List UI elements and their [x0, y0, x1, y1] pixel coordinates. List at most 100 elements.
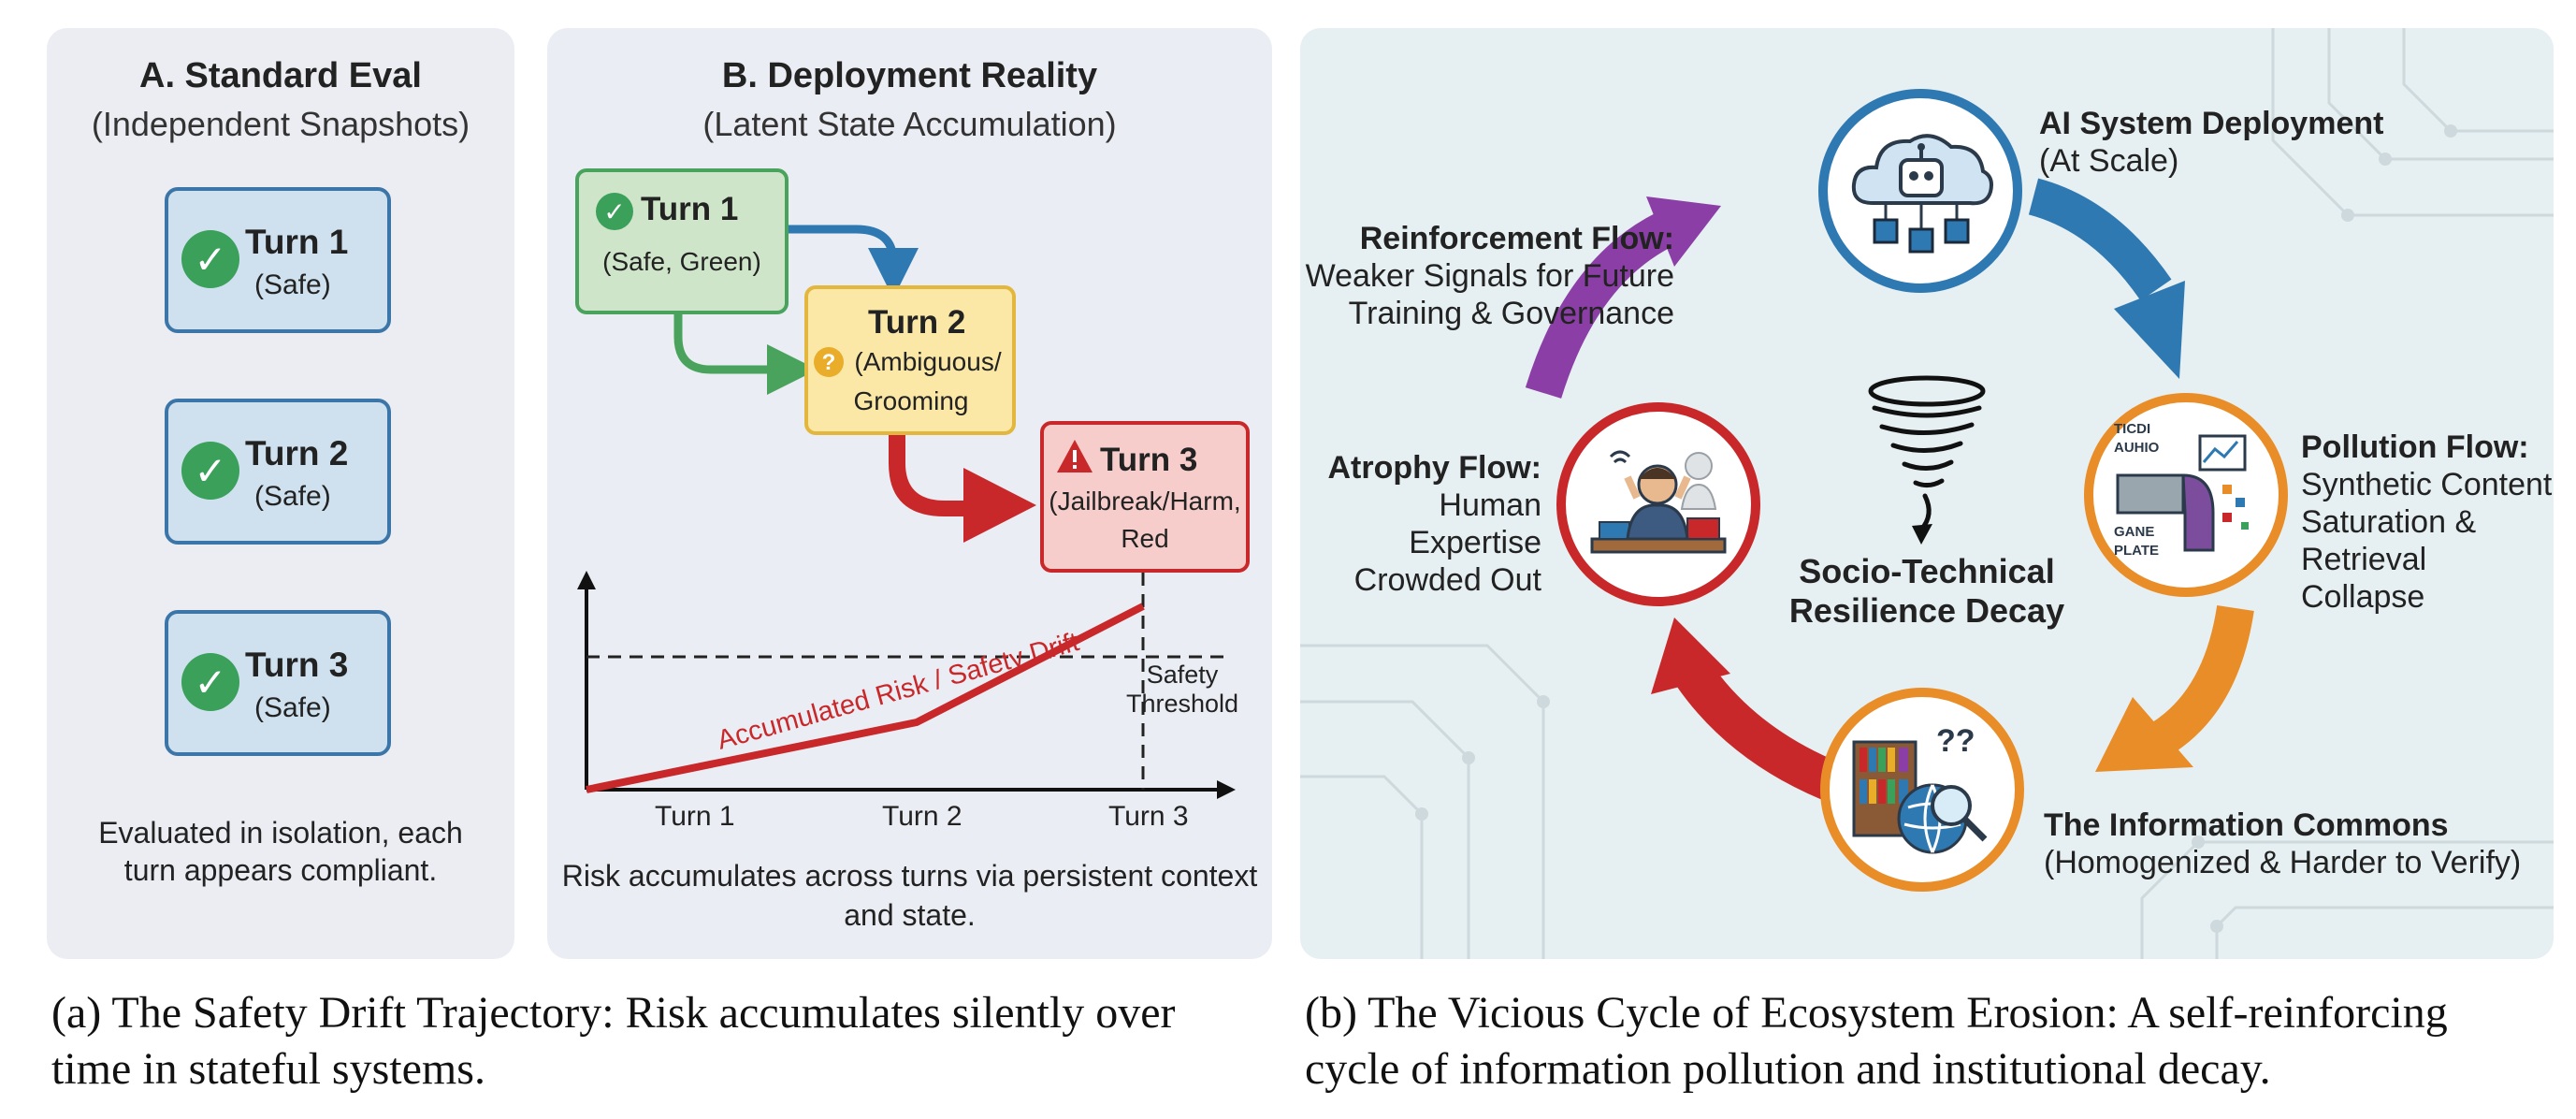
cycle-center-label: Socio-Technical Resilience Decay [1768, 552, 2086, 631]
panel-b-note-line2: and state. [844, 898, 976, 932]
pollution-line3: Retrieval Collapse [2301, 542, 2427, 615]
arrow-turn1-to-turn2-green [673, 313, 818, 395]
caption-a: (a) The Safety Drift Trajectory: Risk ac… [51, 985, 1175, 1097]
arrow-commons-to-atrophy [1675, 661, 1850, 806]
tornado-icon [1868, 375, 1986, 545]
reinforcement-label: Reinforcement Flow: Weaker Signals for F… [1300, 220, 1674, 332]
turn-3-label: Turn 3 [1100, 442, 1198, 478]
arrow-commons-to-atrophy-head [1651, 618, 1730, 694]
pollution-text-4: PLATE [2114, 543, 2160, 559]
pollution-text-3: GANE [2114, 524, 2155, 540]
center-line1: Socio-Technical [1799, 552, 2055, 590]
x-axis-arrowhead [1217, 780, 1236, 799]
turn-2-status-line1: (Ambiguous/ [854, 347, 1002, 376]
turn-3-status-line1: (Jailbreak/Harm, [1049, 487, 1241, 516]
overwhelmed-expert-icon [1590, 450, 1727, 554]
panel-a-note-line1: Evaluated in isolation, each [98, 816, 463, 850]
pollution-text-2: AUHIO [2114, 440, 2160, 456]
arrow-turn1-to-turn2-blue [783, 225, 919, 298]
commons-sub: (Homogenized & Harder to Verify) [2044, 845, 2522, 880]
panel-b-title: B. Deployment Reality [721, 56, 1098, 95]
caption-a-line2: time in stateful systems. [51, 1044, 485, 1094]
circuit-background [1300, 28, 2554, 959]
y-axis-arrowhead [577, 571, 596, 589]
center-line2: Resilience Decay [1788, 591, 2065, 630]
turn-3-status-line2: Red [1121, 524, 1169, 553]
panel-vicious-cycle: Socio-Technical Resilience Decay TICDI A… [1300, 28, 2554, 959]
turn-1-status: (Safe, Green) [602, 247, 761, 276]
panel-deployment-reality: B. Deployment Reality (Latent State Accu… [547, 28, 1272, 959]
pollution-line1: Synthetic Content [2301, 467, 2553, 502]
check-icon: ✓ [596, 193, 633, 230]
turn-1-label: Turn 1 [641, 191, 739, 227]
x-tick-turn-1: Turn 1 [655, 801, 735, 832]
atrophy-line1: Human Expertise [1409, 487, 1541, 560]
node-information-commons: ?? [1820, 688, 2024, 892]
caption-b-line1: (b) The Vicious Cycle of Ecosystem Erosi… [1305, 988, 2448, 1038]
question-icon: ? [814, 347, 844, 377]
caption-b-line2: cycle of information pollution and insti… [1305, 1044, 2271, 1094]
panel-b-note-line1: Risk accumulates across turns via persis… [561, 859, 1258, 893]
arrow-deployment-to-pollution-head [2114, 281, 2185, 379]
deployment-sub: (At Scale) [2039, 143, 2179, 179]
atrophy-line2: Crowded Out [1353, 562, 1541, 598]
check-icon: ✓ [181, 230, 239, 288]
pollution-label: Pollution Flow: Synthetic Content Satura… [2301, 429, 2554, 616]
safety-threshold-label: Safety Threshold [1122, 661, 1242, 719]
turn-1-box: ✓ Turn 1 (Safe, Green) [575, 168, 789, 314]
turn-1-box: ✓ Turn 1 (Safe) [165, 187, 391, 333]
panel-standard-eval: A. Standard Eval (Independent Snapshots)… [47, 28, 514, 959]
risk-line-label: Accumulated Risk / Safety Drift [714, 627, 1082, 756]
arrow-turn2-to-turn3-red [889, 435, 1036, 543]
atrophy-label: Atrophy Flow: Human Expertise Crowded Ou… [1300, 449, 1541, 599]
turn-2-status-line2: Grooming [853, 386, 969, 415]
risk-line [586, 603, 1145, 793]
robot-cloud-icon [1851, 134, 1993, 254]
caption-a-line1: (a) The Safety Drift Trajectory: Risk ac… [51, 988, 1176, 1038]
arrow-atrophy-to-deployment-head [1646, 196, 1721, 267]
threshold-line1: Safety [1146, 661, 1219, 689]
check-icon: ✓ [181, 653, 239, 711]
turn-3-box: Turn 3 (Jailbreak/Harm, Red [1040, 421, 1250, 573]
x-tick-turn-2: Turn 2 [882, 801, 962, 832]
warning-icon [1057, 440, 1093, 472]
node-pollution: TICDI AUHIO GANE PLATE [2084, 393, 2288, 597]
reinforcement-line1: Weaker Signals for Future [1305, 258, 1674, 294]
node-atrophy [1556, 402, 1760, 606]
node-ai-deployment [1818, 89, 2022, 293]
panel-b-subtitle: (Latent State Accumulation) [702, 105, 1117, 143]
turn-2-box: Turn 2 ? (Ambiguous/ Grooming [804, 285, 1016, 435]
turn-label: Turn 3 [245, 646, 349, 684]
pollution-pipe-icon [2116, 434, 2249, 552]
atrophy-title: Atrophy Flow: [1327, 450, 1541, 486]
turn-2-label: Turn 2 [868, 304, 966, 341]
svg-text:??: ?? [1936, 723, 1975, 759]
panel-a-note: Evaluated in isolation, each turn appear… [47, 814, 514, 889]
flow-arrows [673, 225, 1036, 543]
arrow-pollution-to-commons-head [2095, 697, 2193, 772]
check-icon: ✓ [181, 442, 239, 500]
x-tick-turn-3: Turn 3 [1108, 801, 1189, 832]
pollution-line2: Saturation & [2301, 504, 2477, 540]
panel-a-title: A. Standard Eval [139, 56, 422, 95]
caption-b: (b) The Vicious Cycle of Ecosystem Erosi… [1305, 985, 2448, 1097]
turn-label: Turn 1 [245, 223, 349, 261]
turn-status: (Safe) [254, 692, 331, 723]
commons-label: The Information Commons (Homogenized & H… [2044, 807, 2521, 881]
commons-title: The Information Commons [2044, 807, 2449, 843]
turn-status: (Safe) [254, 269, 331, 300]
turn-3-box: ✓ Turn 3 (Safe) [165, 610, 391, 756]
turn-label: Turn 2 [245, 434, 349, 472]
library-globe-icon: ?? [1852, 723, 1988, 854]
turn-2-box: ✓ Turn 2 (Safe) [165, 399, 391, 545]
threshold-line2: Threshold [1125, 690, 1239, 718]
reinforcement-title: Reinforcement Flow: [1359, 221, 1674, 256]
turn-status: (Safe) [254, 481, 331, 512]
panel-b-note: Risk accumulates across turns via persis… [547, 856, 1272, 935]
pollution-text-1: TICDI [2114, 421, 2151, 437]
arrow-deployment-to-pollution [2028, 178, 2172, 301]
reinforcement-line2: Training & Governance [1348, 296, 1674, 331]
risk-drift-chart: Accumulated Risk / Safety Drift [577, 571, 1236, 799]
panel-a-note-line2: turn appears compliant. [123, 853, 438, 887]
deployment-title: AI System Deployment [2039, 106, 2384, 141]
